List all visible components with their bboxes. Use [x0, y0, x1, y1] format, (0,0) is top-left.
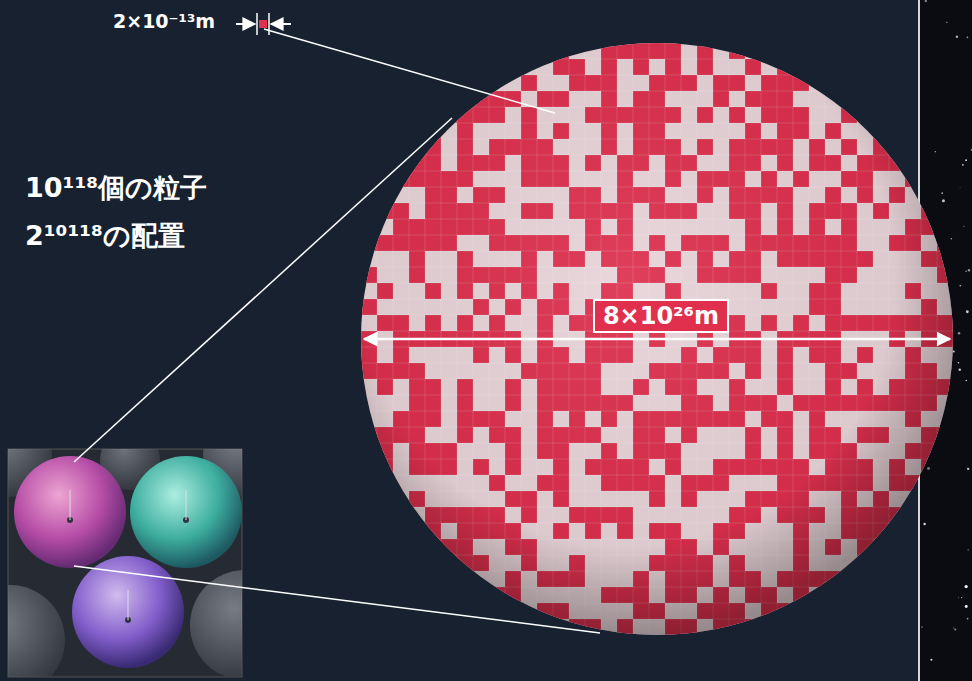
diameter-label: 8×10²⁶m	[593, 299, 729, 333]
configuration-count: 2¹⁰¹¹⁸の配置	[25, 218, 185, 254]
universe-sphere: 8×10²⁶m	[361, 43, 953, 635]
dimension-tick	[256, 13, 258, 35]
leader-line	[264, 29, 555, 113]
size-label: 2×10⁻¹³m	[113, 10, 215, 32]
sphere-shape	[361, 43, 953, 635]
particle-count: 10¹¹⁸個の粒子	[25, 170, 207, 206]
multiverse-inset	[0, 413, 300, 681]
diameter-arrow	[364, 338, 950, 341]
dimension-arrow	[236, 23, 255, 25]
dimension-arrow	[271, 23, 291, 25]
dimension-tick	[268, 13, 270, 35]
particle-cell	[259, 20, 267, 28]
